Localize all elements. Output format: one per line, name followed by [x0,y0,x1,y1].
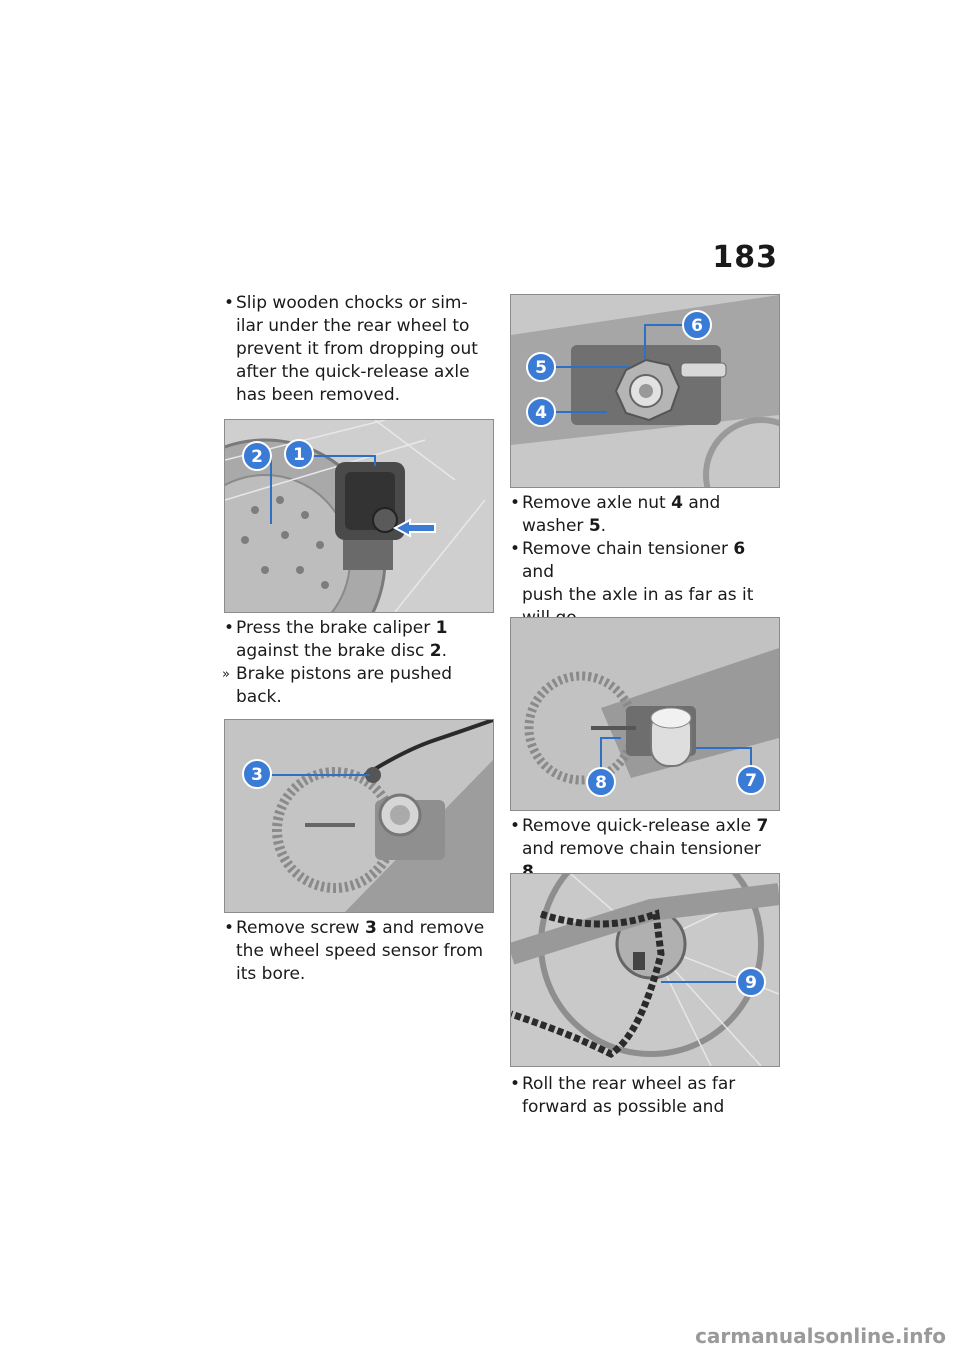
callout-9-marker [736,967,766,997]
result-line: Brake pistons are pushed [236,664,452,684]
callout-7-label: 7 [745,771,757,791]
step-6: • Remove quick-release axle 7 and remove… [510,815,780,884]
bullet-icon: • [510,493,521,513]
callout-1-label: 1 [293,445,305,465]
callout-4-marker [526,397,556,427]
ref-number: 1 [435,618,448,638]
callout-8-label: 8 [595,773,607,793]
step-1-line: after the quick-release axle [236,362,470,382]
ref-number: 6 [733,539,746,559]
ref-number: 8 [522,862,534,882]
step-4-text: washer [522,516,589,536]
punct: . [600,516,607,536]
step-1: • Slip wooden chocks or sim- ilar under … [224,292,492,407]
step-4-text: and [682,493,721,513]
step-3-text: and remove [376,918,485,938]
callout-7-marker [736,765,766,795]
callout-5-marker [526,352,556,382]
callout-3-marker [242,759,272,789]
ref-number: 4 [671,493,683,513]
callout-3-label: 3 [251,765,263,785]
step-5-text: and [522,562,554,582]
figure-speed-sensor: 3 [224,719,494,913]
step-2-text: Press the brake caliper [236,618,436,638]
ref-number: 2 [429,641,442,661]
step-7-line: forward as possible and [522,1097,725,1117]
figure-axle-nut: 6 5 4 [510,294,780,488]
step-3-line: its bore. [236,964,306,984]
callout-1-marker [284,439,314,469]
callout-6-marker [682,310,712,340]
bullet-icon: • [224,293,235,313]
callout-2-marker [242,441,272,471]
ref-number: 7 [756,816,769,836]
ref-number: 5 [588,516,601,536]
step-3-text: Remove screw [236,918,365,938]
callout-group: 9 [661,967,766,997]
callout-4-label: 4 [535,403,547,423]
step-5-line: push the axle in as far as it [522,585,754,605]
callout-9-label: 9 [745,973,757,993]
steps-4-5: • Remove axle nut 4 and washer 5. • Remo… [510,492,780,630]
punct: . [533,862,540,882]
figure-brake-caliper: 2 1 [224,419,494,613]
step-2: • Press the brake caliper 1 against the … [222,617,492,709]
callout-group: 6 5 4 [526,310,712,427]
step-7: • Roll the rear wheel as far forward as … [510,1073,780,1119]
callout-group: 2 1 [242,439,376,524]
callout-2-label: 2 [251,447,263,467]
step-1-line: prevent it from dropping out [236,339,478,359]
callout-5-label: 5 [535,358,547,378]
result-line: back. [236,687,282,707]
bullet-icon: • [224,918,235,938]
punct: . [441,641,448,661]
ref-number: 3 [364,918,377,938]
bullet-icon: • [224,618,235,638]
figure-quick-release-axle: 8 7 [510,617,780,811]
step-5-text: Remove chain tensioner [522,539,734,559]
step-6-text: and remove chain tensioner [522,839,761,859]
step-7-line: Roll the rear wheel as far [522,1074,736,1094]
result-arrow-icon: » [222,667,230,682]
callout-8-marker [586,767,616,797]
bullet-icon: • [510,1074,521,1094]
callout-group: 3 [242,759,370,789]
callout-group: 8 7 [586,737,766,797]
step-2-text: against the brake disc [236,641,430,661]
arrow-icon [392,518,436,538]
callout-6-label: 6 [691,316,703,336]
step-1-line: Slip wooden chocks or sim- [236,293,468,313]
figure-chain-wheel: 9 [510,873,780,1067]
step-1-line: has been removed. [236,385,401,405]
step-3-line: the wheel speed sensor from [236,941,484,961]
watermark: carmanualsonline.info [695,1324,946,1348]
bullet-icon: • [510,816,521,836]
bullet-icon: • [510,539,521,559]
step-6-text: Remove quick-release axle [522,816,757,836]
step-1-line: ilar under the rear wheel to [236,316,470,336]
step-4-text: Remove axle nut [522,493,672,513]
step-3: • Remove screw 3 and remove the wheel sp… [224,917,492,986]
page-number: 183 [712,240,778,275]
